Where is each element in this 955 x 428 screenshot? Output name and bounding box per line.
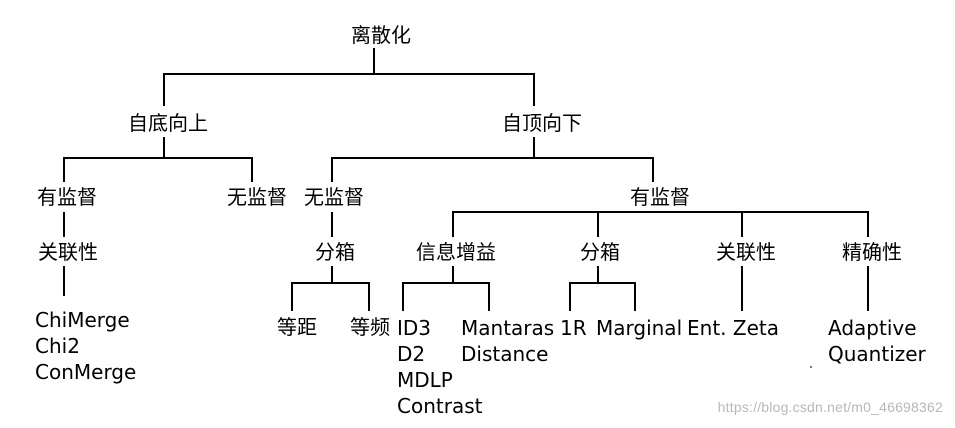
node-bottom-up: 自底向上 bbox=[128, 111, 208, 135]
node-bu-supervised: 有监督 bbox=[37, 185, 97, 209]
node-td-binning: 分箱 bbox=[315, 240, 355, 264]
mantaras-distance: Mantaras Distance bbox=[461, 315, 554, 367]
node-td-supervised: 有监督 bbox=[630, 185, 690, 209]
alg-d2: D2 bbox=[397, 342, 426, 366]
node-td-unsupervised: 无监督 bbox=[304, 185, 364, 209]
node-bu-correlation: 关联性 bbox=[38, 240, 98, 264]
alg-conmerge: ConMerge bbox=[35, 360, 137, 384]
alg-mantaras: Mantaras bbox=[461, 316, 555, 340]
stray-dot bbox=[810, 366, 812, 368]
alg-adaptive: Adaptive bbox=[828, 316, 917, 340]
alg-ent-zeta: Ent. Zeta bbox=[687, 316, 779, 340]
leaf-equal-frequency: 等频 bbox=[350, 315, 390, 339]
node-precision: 精确性 bbox=[842, 240, 902, 264]
alg-chi2: Chi2 bbox=[35, 334, 80, 358]
node-bu-unsupervised: 无监督 bbox=[227, 185, 287, 209]
alg-quantizer: Quantizer bbox=[828, 342, 926, 366]
alg-distance: Distance bbox=[461, 342, 549, 366]
info-gain-algorithms: ID3 D2 MDLP Contrast bbox=[397, 315, 482, 419]
node-top-down: 自顶向下 bbox=[502, 111, 582, 135]
alg-1r: 1R bbox=[560, 316, 587, 340]
bu-algorithm-list: ChiMerge Chi2 ConMerge bbox=[35, 307, 136, 385]
alg-id3: ID3 bbox=[397, 316, 432, 340]
node-root: 离散化 bbox=[351, 23, 411, 47]
adaptive-quantizer: Adaptive Quantizer bbox=[828, 315, 926, 367]
node-sup-binning: 分箱 bbox=[580, 240, 620, 264]
alg-contrast: Contrast bbox=[397, 394, 483, 418]
watermark: https://blog.csdn.net/m0_46698362 bbox=[717, 399, 943, 415]
alg-chimerge: ChiMerge bbox=[35, 308, 130, 332]
alg-mdlp: MDLP bbox=[397, 368, 453, 392]
leaf-equal-width: 等距 bbox=[277, 315, 317, 339]
alg-marginal: Marginal bbox=[596, 316, 683, 340]
node-correlation: 关联性 bbox=[716, 240, 776, 264]
node-info-gain: 信息增益 bbox=[416, 240, 496, 264]
